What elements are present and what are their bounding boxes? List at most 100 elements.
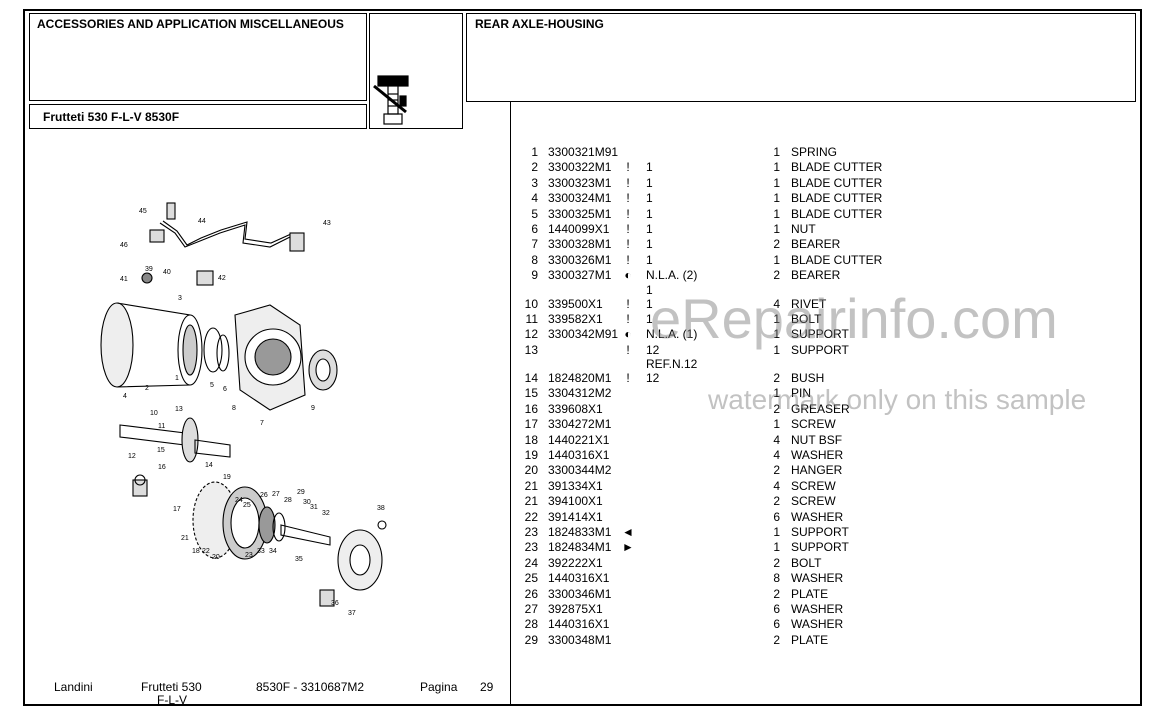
part-quantity: 1: [773, 160, 780, 175]
callout-40: 40: [163, 269, 171, 276]
callout-28: 28: [284, 497, 292, 504]
part-number-index: 25: [524, 571, 538, 586]
callout-8: 8: [232, 405, 236, 412]
callout-27: 27: [272, 491, 280, 498]
part-number-index: 19: [524, 448, 538, 463]
callout-41: 41: [120, 276, 128, 283]
part-flag: !: [626, 311, 630, 326]
part-number-index: 20: [524, 463, 538, 478]
part-number-index: 24: [524, 555, 538, 570]
part-code: 1440099X1: [548, 221, 610, 236]
part-description: HANGER: [791, 463, 843, 478]
part-code: 3300325M1: [548, 206, 612, 221]
part-flag: !: [626, 252, 630, 267]
part-code: 3300321M91: [548, 145, 619, 159]
part-number-index: 23: [524, 524, 538, 539]
callout-29: 29: [297, 489, 305, 496]
callout-18: 18: [192, 548, 200, 555]
part-code: 1440316X1: [548, 617, 610, 632]
group-title: REAR AXLE-HOUSING: [475, 17, 604, 31]
part-number-index: 23: [524, 540, 538, 555]
part-flag: ◄: [622, 524, 634, 539]
part-description: BLADE CUTTER: [791, 206, 883, 221]
section-title: ACCESSORIES AND APPLICATION MISCELLANEOU…: [37, 17, 344, 31]
part-description: BLADE CUTTER: [791, 191, 883, 206]
parts-row-continuation: 1: [520, 282, 920, 297]
part-code: 1824833M1: [548, 524, 612, 539]
part-number-index: 10: [524, 296, 538, 311]
part-number-index: 6: [531, 221, 538, 236]
callout-1: 1: [175, 375, 179, 382]
part-quantity: 1: [773, 221, 780, 236]
part-flag: !: [626, 342, 630, 357]
part-code: 339608X1: [548, 401, 603, 416]
part-description: SCREW: [791, 417, 836, 432]
part-quantity: 2: [773, 268, 780, 283]
group-title-box: REAR AXLE-HOUSING: [466, 13, 1136, 102]
part-code: 1824820M1: [548, 371, 612, 386]
footer-model: Frutteti 530: [141, 680, 202, 694]
callout-25: 25: [243, 502, 251, 509]
part-number-index: 21: [524, 478, 538, 493]
part-quantity: 2: [773, 586, 780, 601]
part-code: 3300326M1: [548, 252, 612, 267]
part-code: 3300344M2: [548, 463, 612, 478]
footer-code: 8530F - 3310687M2: [256, 680, 365, 694]
callout-22: 22: [202, 548, 210, 555]
callout-3: 3: [178, 295, 182, 302]
part-quantity: 1: [773, 206, 780, 221]
footer-page-label: Pagina: [420, 680, 458, 694]
part-quantity: 1: [773, 386, 780, 401]
part-number-index: 11: [525, 311, 538, 326]
part-code: 3300323M1: [548, 175, 612, 190]
part-note-continued: 1: [646, 282, 653, 297]
part-quantity: 1: [773, 524, 780, 539]
part-number-index: 21: [524, 494, 538, 509]
callout-32: 32: [322, 510, 330, 517]
callout-9: 9: [311, 405, 315, 412]
callout-39: 39: [145, 266, 153, 273]
part-code: 391334X1: [548, 478, 603, 493]
part-number-index: 8: [531, 252, 538, 267]
part-quantity: 2: [773, 632, 780, 647]
part-note: 1: [646, 191, 653, 206]
part-description: SCREW: [791, 494, 836, 509]
part-code: 3304272M1: [548, 417, 612, 432]
part-code: 3300322M1: [548, 160, 612, 175]
part-number-index: 26: [524, 586, 538, 601]
part-quantity: 4: [773, 432, 780, 447]
part-quantity: 1: [773, 145, 780, 159]
part-note: 1: [646, 311, 653, 326]
watermark-sub: watermark only on this sample: [708, 384, 1087, 415]
part-number-index: 15: [524, 386, 538, 401]
part-description: SUPPORT: [791, 327, 849, 342]
part-quantity: 2: [773, 371, 780, 386]
part-number-index: 17: [524, 417, 538, 432]
part-number-index: 3: [531, 175, 538, 190]
part-flag: !: [626, 160, 630, 175]
part-number-index: 18: [524, 432, 538, 447]
part-description: SUPPORT: [791, 524, 849, 539]
callout-5: 5: [210, 382, 214, 389]
page-frame: [23, 9, 1142, 706]
callout-19: 19: [223, 474, 231, 481]
part-code: 3300324M1: [548, 191, 612, 206]
part-quantity: 2: [773, 494, 780, 509]
part-description: BLADE CUTTER: [791, 175, 883, 190]
part-flag: !: [626, 371, 630, 386]
part-description: NUT BSF: [791, 432, 843, 447]
callout-26: 26: [260, 492, 268, 499]
part-quantity: 1: [773, 191, 780, 206]
part-number-index: 1: [531, 145, 538, 159]
part-flag: !: [626, 191, 630, 206]
part-quantity: 4: [773, 478, 780, 493]
